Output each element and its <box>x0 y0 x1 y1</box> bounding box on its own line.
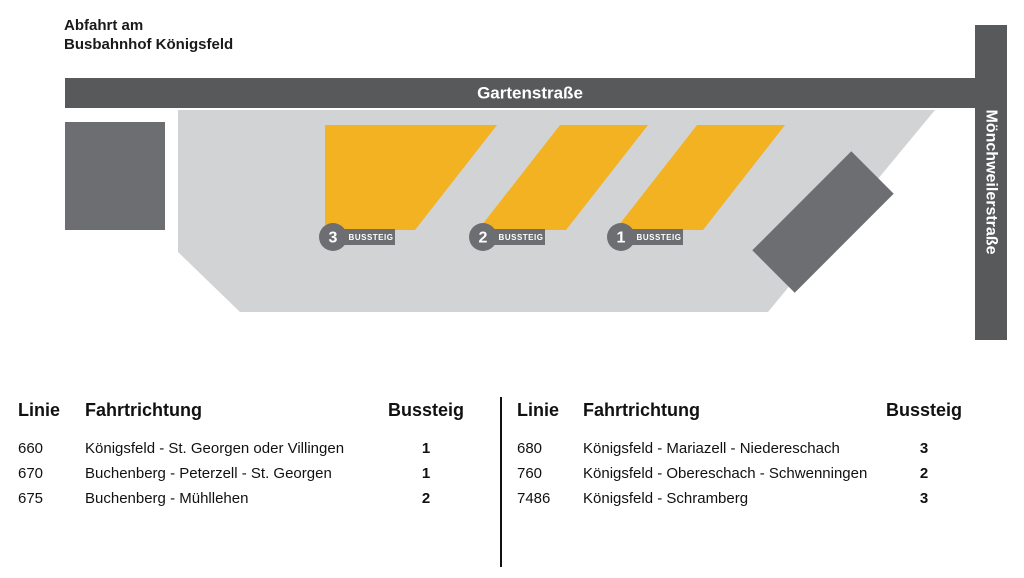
platform-number-circle <box>319 223 347 251</box>
line-number: 7486 <box>517 490 551 507</box>
platform-number: 1 <box>421 440 431 457</box>
platform-number: 3 <box>919 440 929 457</box>
table-row: 670 Buchenberg - Peterzell - St. Georgen… <box>18 465 472 482</box>
table-row: 7486 Königsfeld - Schramberg 3 <box>517 490 970 507</box>
header-direction: Fahrtrichtung <box>583 400 700 420</box>
page-title: Abfahrt am Busbahnhof Königsfeld <box>64 16 233 54</box>
platform-badge-3: BUSSTEIG 3 <box>319 223 395 251</box>
bussteig-tag-label: BUSSTEIG <box>499 233 544 242</box>
bus-bay-1 <box>615 125 785 230</box>
header-platform: Bussteig <box>387 400 465 420</box>
page-title-line1: Abfahrt am <box>64 17 144 34</box>
bussteig-tag <box>343 229 395 245</box>
platform-number-circle <box>469 223 497 251</box>
line-number: 760 <box>517 465 543 482</box>
moenchweilerstrasse-bar <box>975 25 1007 340</box>
line-number: 670 <box>18 465 44 482</box>
header-platform: Bussteig <box>885 400 963 420</box>
platform-number: 3 <box>919 490 929 507</box>
line-number: 660 <box>18 440 44 457</box>
gartenstrasse-bar <box>65 78 980 108</box>
direction: Buchenberg - Mühllehen <box>85 490 249 507</box>
table-row: 660 Königsfeld - St. Georgen oder Villin… <box>18 440 472 457</box>
station-map: Gartenstraße Mönchweilerstraße BUSSTEIG … <box>65 25 1007 340</box>
table-row: 675 Buchenberg - Mühllehen 2 <box>18 490 472 507</box>
page-title-line2: Busbahnhof Königsfeld <box>64 36 234 53</box>
direction: Königsfeld - Obereschach - Schwenningen <box>583 465 868 482</box>
line-number: 680 <box>517 440 543 457</box>
platform-badge-2: BUSSTEIG 2 <box>469 223 545 251</box>
bussteig-tag-label: BUSSTEIG <box>637 233 682 242</box>
direction: Königsfeld - St. Georgen oder Villingen <box>85 440 345 457</box>
bussteig-tag <box>631 229 683 245</box>
platform-number: 2 <box>421 490 431 507</box>
line-number: 675 <box>18 490 44 507</box>
departure-table-right: Linie Fahrtrichtung Bussteig 680 Königsf… <box>517 400 970 515</box>
table-row: 680 Königsfeld - Mariazell - Niederescha… <box>517 440 970 457</box>
moenchweilerstrasse-label: Mönchweilerstraße <box>983 110 1000 255</box>
bussteig-tag-label: BUSSTEIG <box>349 233 394 242</box>
direction: Königsfeld - Schramberg <box>583 490 749 507</box>
departure-table-left: Linie Fahrtrichtung Bussteig 660 Königsf… <box>18 400 472 515</box>
header-line: Linie <box>517 400 560 420</box>
building-block-left <box>65 122 165 230</box>
bus-bay-3 <box>325 125 497 230</box>
table-divider <box>500 397 502 567</box>
bus-bay-2 <box>478 125 648 230</box>
platform-number-circle <box>607 223 635 251</box>
platform-number: 1 <box>421 465 431 482</box>
direction: Buchenberg - Peterzell - St. Georgen <box>85 465 332 482</box>
bussteig-tag <box>493 229 545 245</box>
platform-number: 2 <box>919 465 929 482</box>
direction: Königsfeld - Mariazell - Niedereschach <box>583 440 840 457</box>
platform-number: 3 <box>329 230 338 247</box>
header-direction: Fahrtrichtung <box>85 400 202 420</box>
header-line: Linie <box>18 400 61 420</box>
platform-badge-1: BUSSTEIG 1 <box>607 223 683 251</box>
platform-number: 1 <box>617 230 626 247</box>
building-block-right <box>752 151 894 293</box>
gartenstrasse-label: Gartenstraße <box>477 84 583 103</box>
platform-number: 2 <box>479 230 488 247</box>
table-row: 760 Königsfeld - Obereschach - Schwennin… <box>517 465 970 482</box>
table-header: Linie Fahrtrichtung Bussteig <box>517 400 970 421</box>
table-header: Linie Fahrtrichtung Bussteig <box>18 400 472 421</box>
